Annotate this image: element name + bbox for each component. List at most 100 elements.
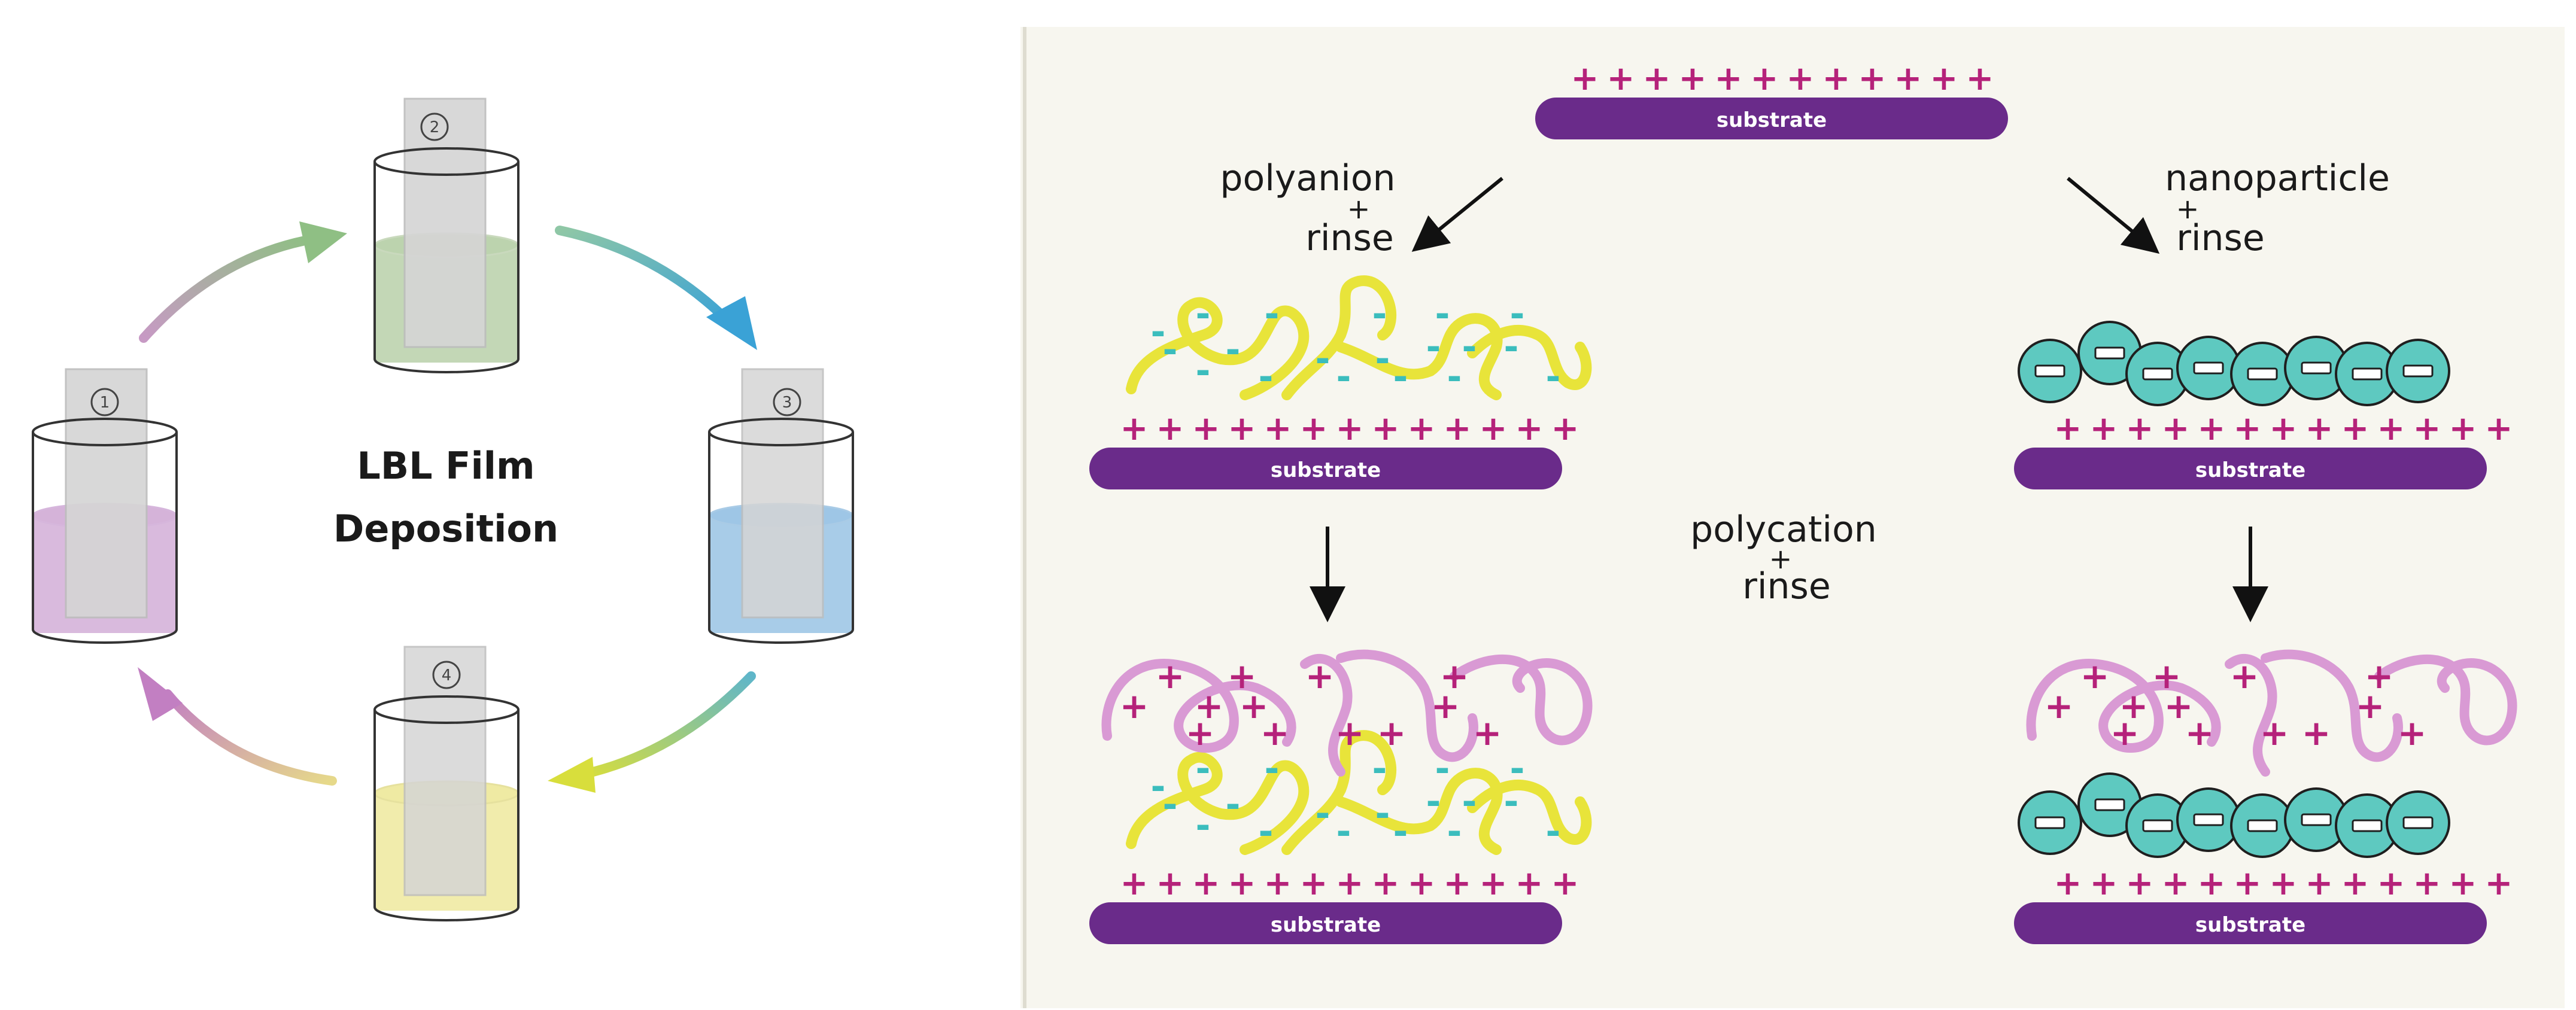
minus-charge: -: [1462, 781, 1477, 823]
plus-charge: +: [2377, 864, 2405, 903]
plus-charge: +: [1156, 409, 1184, 448]
positive-charges: +++++++++++++: [2045, 656, 2427, 753]
beaker-number-badge: [432, 661, 461, 689]
plus-charge: +: [1480, 864, 1508, 903]
minus-charge: -: [1393, 356, 1408, 398]
substrate-bar: [1535, 98, 2008, 139]
beaker-3: 3: [708, 368, 854, 644]
plus-charge: +: [1431, 686, 1460, 726]
plus-charge: +: [2162, 409, 2190, 448]
nanoparticle: [2284, 787, 2349, 852]
minus-charge: -: [1151, 311, 1166, 353]
plus-charge: +: [2198, 864, 2226, 903]
substrate-label: substrate: [2195, 458, 2305, 482]
nanoparticle-layer-stage: +++++++++++++ substrate: [2014, 321, 2513, 489]
minus-charge: -: [1546, 356, 1561, 398]
plus-charge: +: [1679, 59, 1707, 98]
negative-charge-sign: [2193, 361, 2224, 375]
plus-charge: +: [2449, 864, 2477, 903]
negative-charge-sign: [2193, 813, 2224, 826]
nanoparticle: [2018, 339, 2082, 403]
negative-charge-sign: [2247, 819, 2278, 832]
plus-charge: +: [1787, 59, 1815, 98]
plus-charge: +: [1228, 409, 1256, 448]
plus-charge: +: [1515, 864, 1544, 903]
beaker-number: 4: [442, 667, 452, 685]
plus-charge: +: [1156, 656, 1185, 696]
negative-charge-sign: [2301, 813, 2332, 826]
negative-charges: -------------------: [1151, 293, 1561, 398]
yellow-polyanion-chains: [1126, 730, 1592, 855]
minus-charge: -: [1546, 811, 1561, 853]
polycation-on-nanoparticle-stage: +++++++++++++ +++++++++++++ substrate: [2014, 649, 2517, 944]
plus-charge: +: [1966, 59, 1994, 98]
plus-charge: +: [1643, 59, 1671, 98]
plus-charge: +: [2152, 656, 2182, 696]
diagram-title-line1: LBL Film: [357, 444, 534, 488]
positive-charges: +++++++++++++: [1120, 656, 1502, 753]
beaker-number-badge: [773, 388, 801, 416]
plus-charge: +: [1894, 59, 1922, 98]
plus-charge: +: [2090, 864, 2118, 903]
polycation-label: polycation: [1690, 509, 1877, 550]
plus-charge: +: [2234, 409, 2262, 448]
plus-charge: +: [1300, 409, 1328, 448]
pink-polycation-chains: [1101, 649, 1593, 777]
minus-charge: -: [1504, 781, 1519, 823]
plus-charge: +: [2270, 864, 2298, 903]
nanoparticle: [2176, 787, 2241, 852]
plus-charge: +: [1822, 59, 1851, 98]
yellow-polyanion-chains: [1126, 275, 1592, 400]
plus-charge: +: [2185, 713, 2214, 753]
plus-charge: +: [1607, 59, 1635, 98]
substrate-label: substrate: [2195, 913, 2305, 937]
plus-charge: +: [2110, 713, 2140, 753]
plus-charge: +: [1444, 864, 1472, 903]
plus-charge: +: [2230, 656, 2259, 696]
nanoparticle: [2018, 790, 2082, 855]
plus-charge: +: [2341, 864, 2370, 903]
plus-charge: +: [1930, 59, 1958, 98]
negative-charge-sign: [2247, 367, 2278, 381]
arrow-to-nanoparticle: [2067, 177, 2160, 254]
minus-charge: -: [1163, 784, 1178, 826]
plus-charge: +: [1715, 59, 1743, 98]
nanoparticles: [2018, 321, 2450, 406]
nanoparticle: [2284, 336, 2349, 400]
polyanion-rinse: rinse: [1305, 217, 1394, 259]
plus-charge: +: [1300, 864, 1328, 903]
plus-charge: +: [2045, 686, 2074, 726]
polycation-on-polyanion-stage: ------------------- +++++++++++++ ++++++…: [1089, 649, 1593, 944]
plus-charge: +: [1264, 864, 1292, 903]
plus-charge: +: [2198, 409, 2226, 448]
minus-charge: -: [1196, 748, 1211, 790]
nanoparticle: [2077, 772, 2142, 837]
negative-charge-sign: [2034, 816, 2065, 829]
plus-charge: +: [1551, 864, 1579, 903]
cycle-arrow-3-to-4: [548, 671, 756, 793]
polyanion-label: polyanion: [1220, 157, 1395, 199]
minus-charge: -: [1393, 811, 1408, 853]
beaker-number: 1: [100, 394, 110, 412]
minus-charge: -: [1259, 811, 1274, 853]
negative-charge-sign: [2142, 367, 2173, 381]
beaker-4: 4: [373, 646, 520, 921]
substrate-bar: [1089, 902, 1562, 944]
minus-charge: -: [1226, 784, 1241, 826]
minus-charge: -: [1510, 293, 1525, 335]
plus-charge: +: [2162, 864, 2190, 903]
plus-charge: +: [2270, 409, 2298, 448]
plus-charge: +: [2119, 686, 2149, 726]
plus-charge: +: [1551, 409, 1579, 448]
plus-charge-row: +++++++++++++: [1120, 409, 1579, 448]
plus-charge: +: [1336, 409, 1364, 448]
minus-charge: -: [1265, 293, 1280, 335]
plus-charge: +: [2302, 713, 2331, 753]
substrate-label: substrate: [1271, 913, 1381, 937]
plus-charge: +: [1751, 59, 1779, 98]
plus-charge: +: [1120, 686, 1149, 726]
beaker-number-badge: [420, 112, 449, 141]
plus-charge: +: [1228, 864, 1256, 903]
nanoparticle: [2230, 793, 2295, 858]
plus-charge: +: [2377, 409, 2405, 448]
